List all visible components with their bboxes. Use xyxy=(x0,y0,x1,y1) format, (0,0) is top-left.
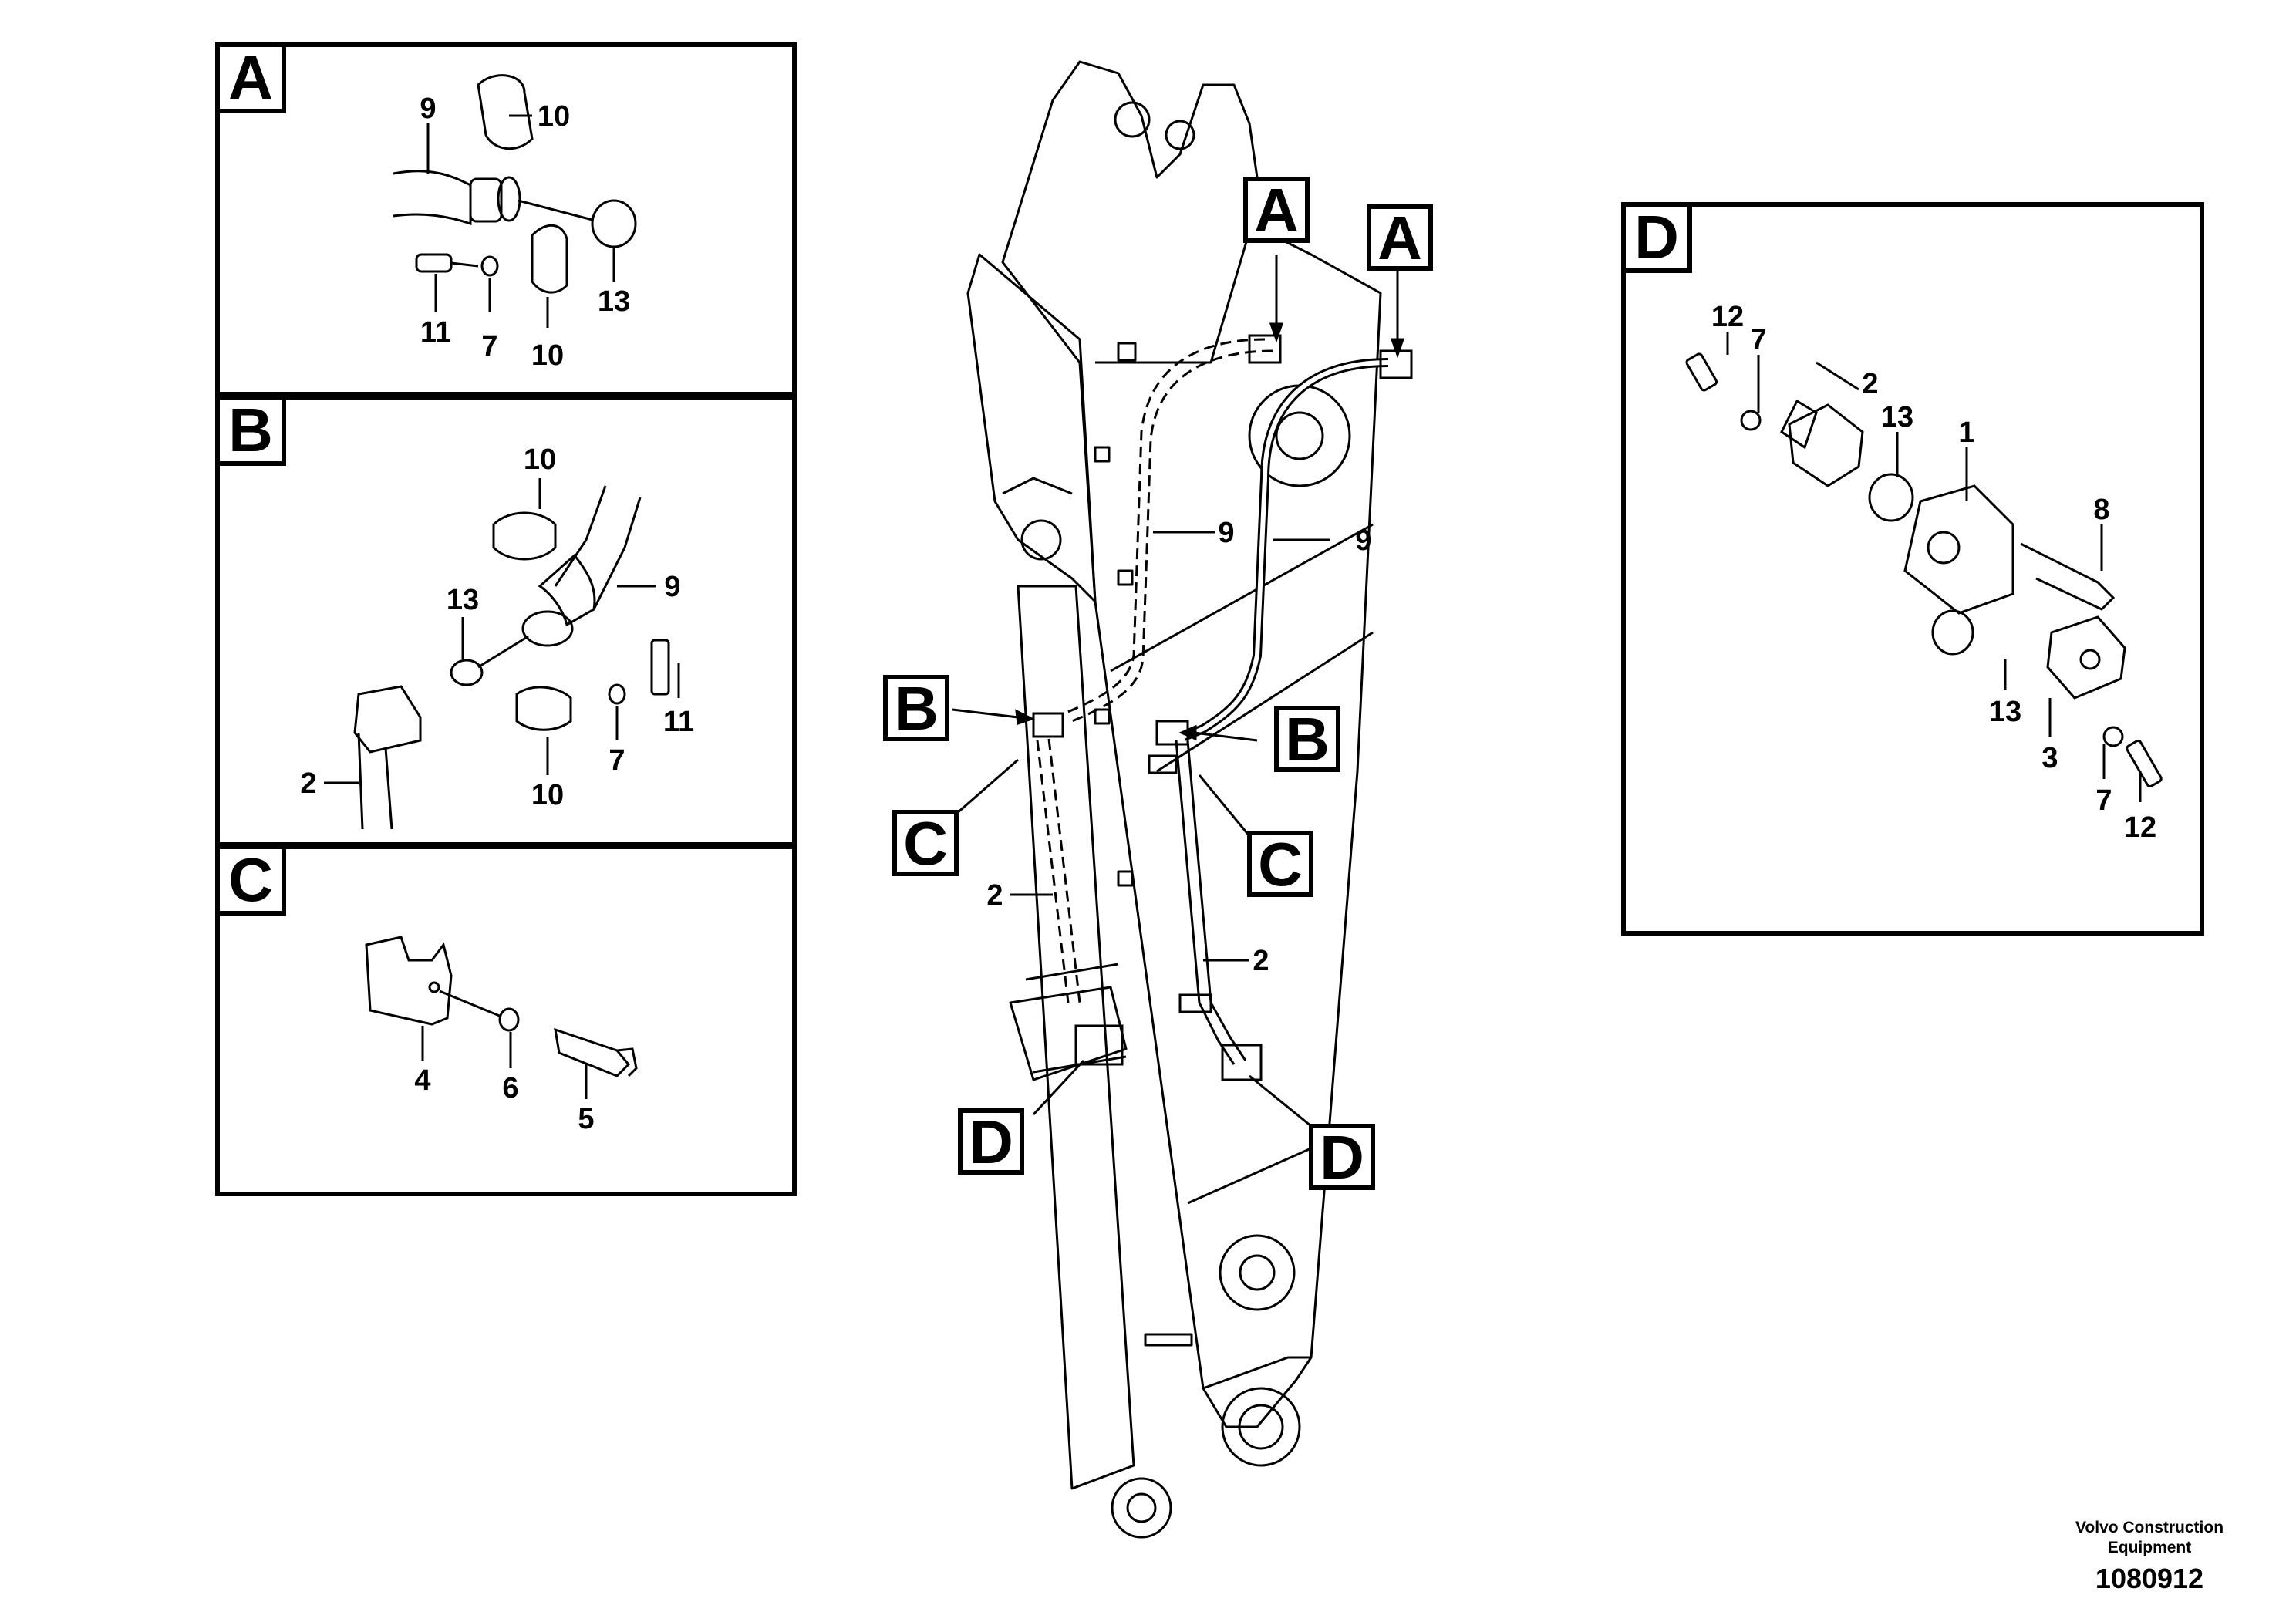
panel-b-label-2: 2 xyxy=(300,767,316,800)
boom-label-9a: 9 xyxy=(1218,517,1234,549)
callout-a1: A xyxy=(1254,176,1299,244)
panel-a-label-10-top: 10 xyxy=(538,100,570,133)
detail-panel-a: A 9 10 13 11 7 10 xyxy=(215,42,797,396)
panel-a-label-7: 7 xyxy=(481,330,497,363)
callout-b1: B xyxy=(894,674,939,743)
panel-b-label-11: 11 xyxy=(663,706,694,738)
callout-box-a1: A xyxy=(1243,176,1310,244)
panel-b-label-13: 13 xyxy=(447,584,479,616)
detail-panel-d: D 12 7 2 13 xyxy=(1621,202,2204,936)
panel-d-label-12-bottom: 12 xyxy=(2124,811,2156,844)
panel-d-letter: D xyxy=(1634,203,1679,271)
panel-a-label-9: 9 xyxy=(420,93,436,125)
detail-panel-b: B 10 13 9 11 2 7 10 xyxy=(215,395,797,847)
tube-2-hidden xyxy=(1036,738,1081,1003)
panel-c-label-6: 6 xyxy=(502,1072,518,1104)
panel-b-label-7: 7 xyxy=(609,744,625,777)
panel-d-label-7-bottom: 7 xyxy=(2095,784,2112,817)
detail-panel-c: C 4 6 5 xyxy=(215,845,797,1196)
credit-block: Volvo Construction Equipment 1080912 xyxy=(2049,1518,2250,1595)
panel-d-label-12-top: 12 xyxy=(1711,301,1744,333)
panel-d-label-13-bottom: 13 xyxy=(1989,696,2021,728)
panel-c-letter: C xyxy=(228,845,273,914)
panel-b-label-10-top: 10 xyxy=(524,443,556,476)
callout-c2: C xyxy=(1258,830,1303,899)
callout-box-b1: B xyxy=(883,674,949,743)
panel-c-label-5: 5 xyxy=(578,1103,594,1135)
callout-box-a2: A xyxy=(1367,204,1433,272)
panel-d-label-7-top: 7 xyxy=(1750,324,1766,356)
panel-b-label-10-bottom: 10 xyxy=(531,779,564,811)
callout-box-d2: D xyxy=(1309,1123,1375,1192)
panel-b-letter: B xyxy=(228,396,273,464)
callout-box-b2: B xyxy=(1274,705,1340,774)
panel-d-label-8: 8 xyxy=(2093,494,2109,526)
callout-d1: D xyxy=(969,1108,1013,1176)
panel-a-letter: A xyxy=(228,43,273,112)
callout-c1: C xyxy=(903,809,948,878)
callout-b2: B xyxy=(1285,705,1330,774)
panel-c-label-4: 4 xyxy=(414,1064,430,1097)
callout-box-c2: C xyxy=(1247,830,1313,899)
illustration-number: 1080912 xyxy=(2095,1563,2204,1594)
callout-box-c1: C xyxy=(892,809,959,878)
boom-assembly xyxy=(966,60,1382,1539)
callout-d2: D xyxy=(1320,1123,1364,1192)
panel-d-label-3: 3 xyxy=(2041,742,2058,774)
panel-d-label-2: 2 xyxy=(1862,368,1878,400)
panel-a-label-13: 13 xyxy=(598,285,630,318)
boom-leaders xyxy=(952,255,1405,1128)
boom-label-9b: 9 xyxy=(1355,524,1371,557)
panel-a-label-10-bottom: 10 xyxy=(531,339,564,372)
callout-box-d1: D xyxy=(958,1108,1024,1176)
manufacturer-name: Volvo Construction Equipment xyxy=(2075,1519,2224,1556)
tube-2-solid xyxy=(1032,334,1413,1081)
boom-label-2a: 2 xyxy=(986,879,1003,912)
hose-9-solid-inner xyxy=(1182,360,1389,739)
callout-a2: A xyxy=(1377,204,1422,272)
hose-9-hidden xyxy=(1064,338,1273,723)
panel-b-label-9: 9 xyxy=(664,571,680,603)
panel-d-label-13-top: 13 xyxy=(1881,401,1913,433)
boom-label-2b: 2 xyxy=(1253,945,1269,977)
panel-a-label-11: 11 xyxy=(420,316,451,349)
panel-d-label-1: 1 xyxy=(1958,416,1974,449)
